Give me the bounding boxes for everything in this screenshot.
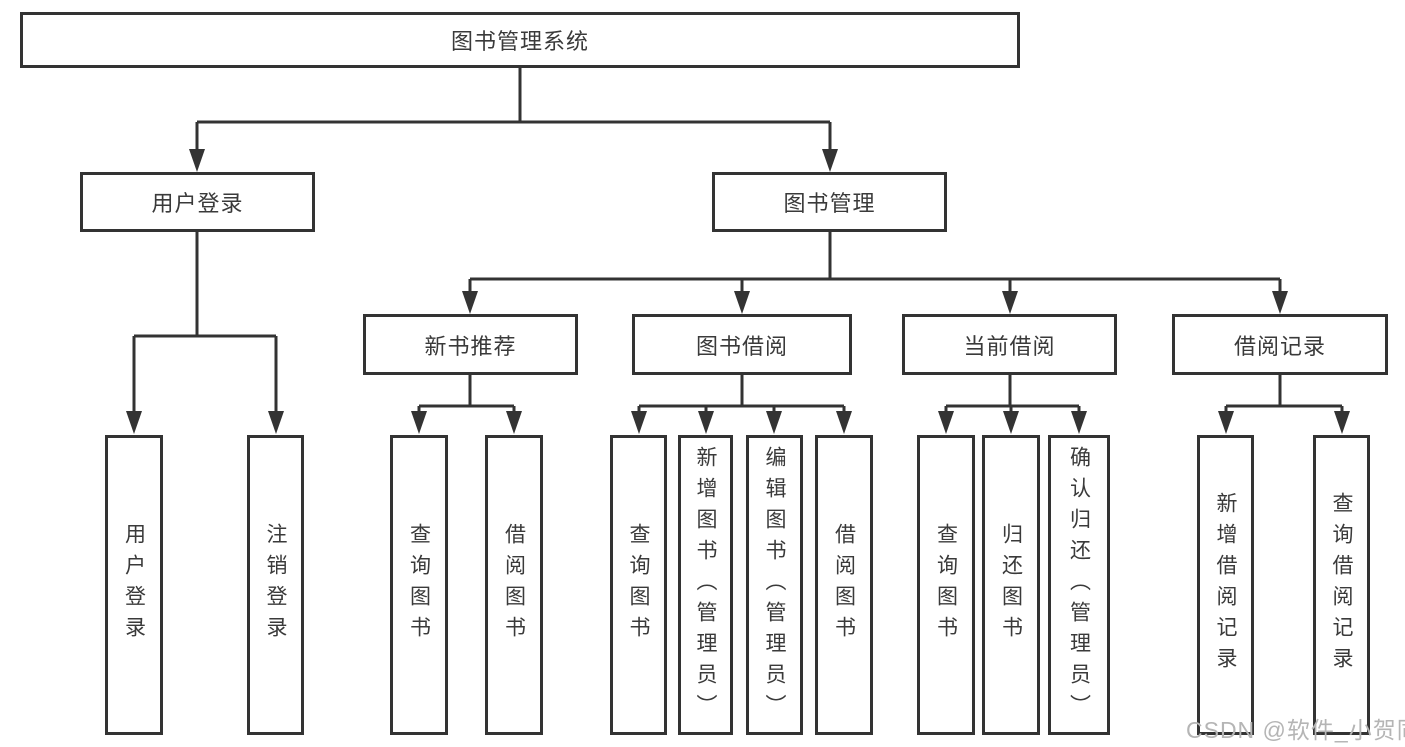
node-book-management: 图书管理 — [712, 172, 947, 232]
node-user-login: 用户登录 — [80, 172, 315, 232]
node-book-borrowing: 图书借阅 — [632, 314, 852, 375]
leaf-return-books: 归还图书 — [982, 435, 1040, 735]
leaf-query-books-current: 查询图书 — [917, 435, 975, 735]
csdn-watermark: CSDN @软件_小贺同学 — [1186, 717, 1405, 743]
leaf-edit-books-admin: 编辑图书（管理员） — [746, 435, 803, 735]
leaf-query-books-recommend-label: 查询图书 — [407, 523, 431, 647]
leaf-return-books-label: 归还图书 — [999, 523, 1023, 647]
node-root: 图书管理系统 — [20, 12, 1020, 68]
leaf-edit-books-admin-label: 编辑图书（管理员） — [763, 445, 786, 725]
leaf-add-borrow-record-label: 新增借阅记录 — [1214, 492, 1237, 678]
leaf-query-books-current-label: 查询图书 — [934, 523, 958, 647]
leaf-query-books-recommend: 查询图书 — [390, 435, 448, 735]
arrowheads — [126, 149, 1350, 434]
leaf-borrow-books-label: 借阅图书 — [832, 523, 856, 647]
leaf-logout: 注销登录 — [247, 435, 304, 735]
leaf-query-borrow-record: 查询借阅记录 — [1313, 435, 1370, 735]
leaf-user-login: 用户登录 — [105, 435, 163, 735]
leaf-logout-label: 注销登录 — [264, 523, 287, 647]
leaf-add-books-admin-label: 新增图书（管理员） — [694, 445, 717, 725]
leaf-query-books-borrowing-label: 查询图书 — [627, 523, 650, 647]
leaf-borrow-books: 借阅图书 — [815, 435, 873, 735]
leaf-borrow-books-recommend-label: 借阅图书 — [502, 523, 526, 647]
leaf-add-borrow-record: 新增借阅记录 — [1197, 435, 1254, 735]
leaf-borrow-books-recommend: 借阅图书 — [485, 435, 543, 735]
node-borrowing-records: 借阅记录 — [1172, 314, 1388, 375]
node-new-book-recommend: 新书推荐 — [363, 314, 578, 375]
leaf-query-borrow-record-label: 查询借阅记录 — [1330, 492, 1353, 678]
leaf-user-login-label: 用户登录 — [122, 523, 146, 647]
leaf-add-books-admin: 新增图书（管理员） — [678, 435, 733, 735]
leaf-confirm-return-admin: 确认归还（管理员） — [1048, 435, 1110, 735]
node-current-borrowing: 当前借阅 — [902, 314, 1117, 375]
leaf-confirm-return-admin-label: 确认归还（管理员） — [1067, 445, 1091, 725]
leaf-query-books-borrowing: 查询图书 — [610, 435, 667, 735]
